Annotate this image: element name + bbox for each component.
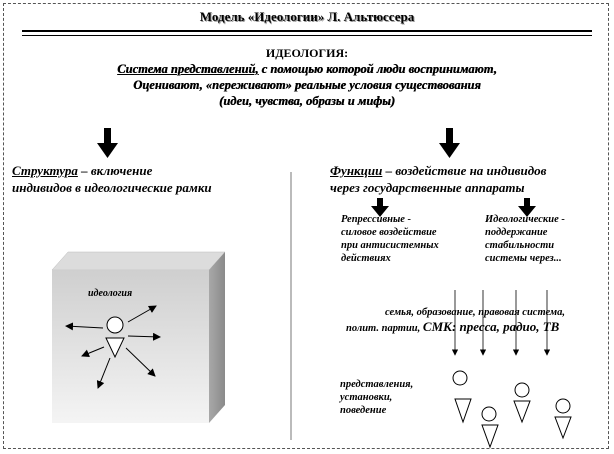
functions-block: Функции – воздействие на индивидов через… [330, 162, 610, 196]
repressive-line-3: при антисистемных [341, 240, 439, 251]
person-icon-3 [513, 382, 531, 424]
ideological-line-3: стабильности [485, 240, 555, 251]
structure-key-term: Структура [12, 163, 78, 178]
person-icon-cube [105, 316, 125, 359]
ideology-line-3: (идеи, чувства, образы и мифы) [219, 94, 395, 108]
structure-block: Структура – включение индивидов в идеоло… [12, 162, 282, 196]
person-icon-4 [554, 398, 572, 440]
agent-arrows [451, 290, 551, 356]
ideological-line-1: Идеологические - [485, 214, 565, 225]
agents-line-2: полит. партии, СМК: пресса, радио, ТВ [346, 320, 614, 335]
ideology-key-term: Система представлений, [117, 62, 259, 76]
person-icon-1 [452, 370, 472, 424]
ideology-line-2: Оценивают, «переживают» реальные условия… [133, 78, 481, 92]
structure-line-2: индивидов в идеологические рамки [12, 180, 212, 195]
agents-line-2b: СМК: пресса, радио, ТВ [422, 319, 560, 334]
ideological-line-4: системы через... [485, 253, 562, 264]
down-arrow-icon-repressive [371, 198, 389, 217]
person-icon-2 [481, 406, 499, 449]
ideological-line-2: поддержание [485, 227, 548, 238]
outcomes-block: представления, установки, поведение [340, 378, 440, 417]
agents-line-1: семья, образование, правовая система, [385, 307, 565, 318]
structure-rest: – включение [77, 163, 153, 178]
functions-line-2: через государственные аппараты [330, 180, 525, 195]
ideology-cube [51, 251, 226, 423]
radial-arrows [65, 305, 161, 389]
title-rule-thick [22, 30, 592, 32]
outcomes-line-1: представления, [340, 379, 414, 390]
title-rule-thin [22, 35, 592, 36]
repressive-apparatus: Репрессивные - силовое воздействие при а… [341, 213, 471, 265]
agents-line-2a: полит. партии, [346, 323, 423, 334]
outer-frame [3, 3, 609, 449]
ideology-line-1-rest: с помощью которой люди воспринимают, [258, 62, 497, 76]
repressive-line-1: Репрессивные - [341, 214, 412, 225]
repressive-line-4: действиях [341, 253, 391, 264]
outcomes-line-3: поведение [340, 405, 387, 416]
functions-rest: – воздействие на индивидов [382, 163, 547, 178]
repressive-line-2: силовое воздействие [341, 227, 437, 238]
down-arrow-icon-right [439, 128, 460, 158]
outcomes-line-2: установки, [340, 392, 393, 403]
ideology-definition: Система представлений, с помощью которой… [40, 61, 574, 109]
functions-key-term: Функции [330, 163, 383, 178]
ideological-apparatus: Идеологические - поддержание стабильност… [485, 213, 605, 265]
page-title: Модель «Идеологии» Л. Альтюссера [199, 9, 415, 24]
ideology-heading: ИДЕОЛОГИЯ: [265, 46, 349, 60]
ideology-line-1: Система представлений, с помощью которой… [40, 61, 574, 77]
down-arrow-icon-left [97, 128, 118, 158]
down-arrow-icon-ideological [518, 198, 536, 217]
cube-label: идеология [88, 288, 133, 299]
